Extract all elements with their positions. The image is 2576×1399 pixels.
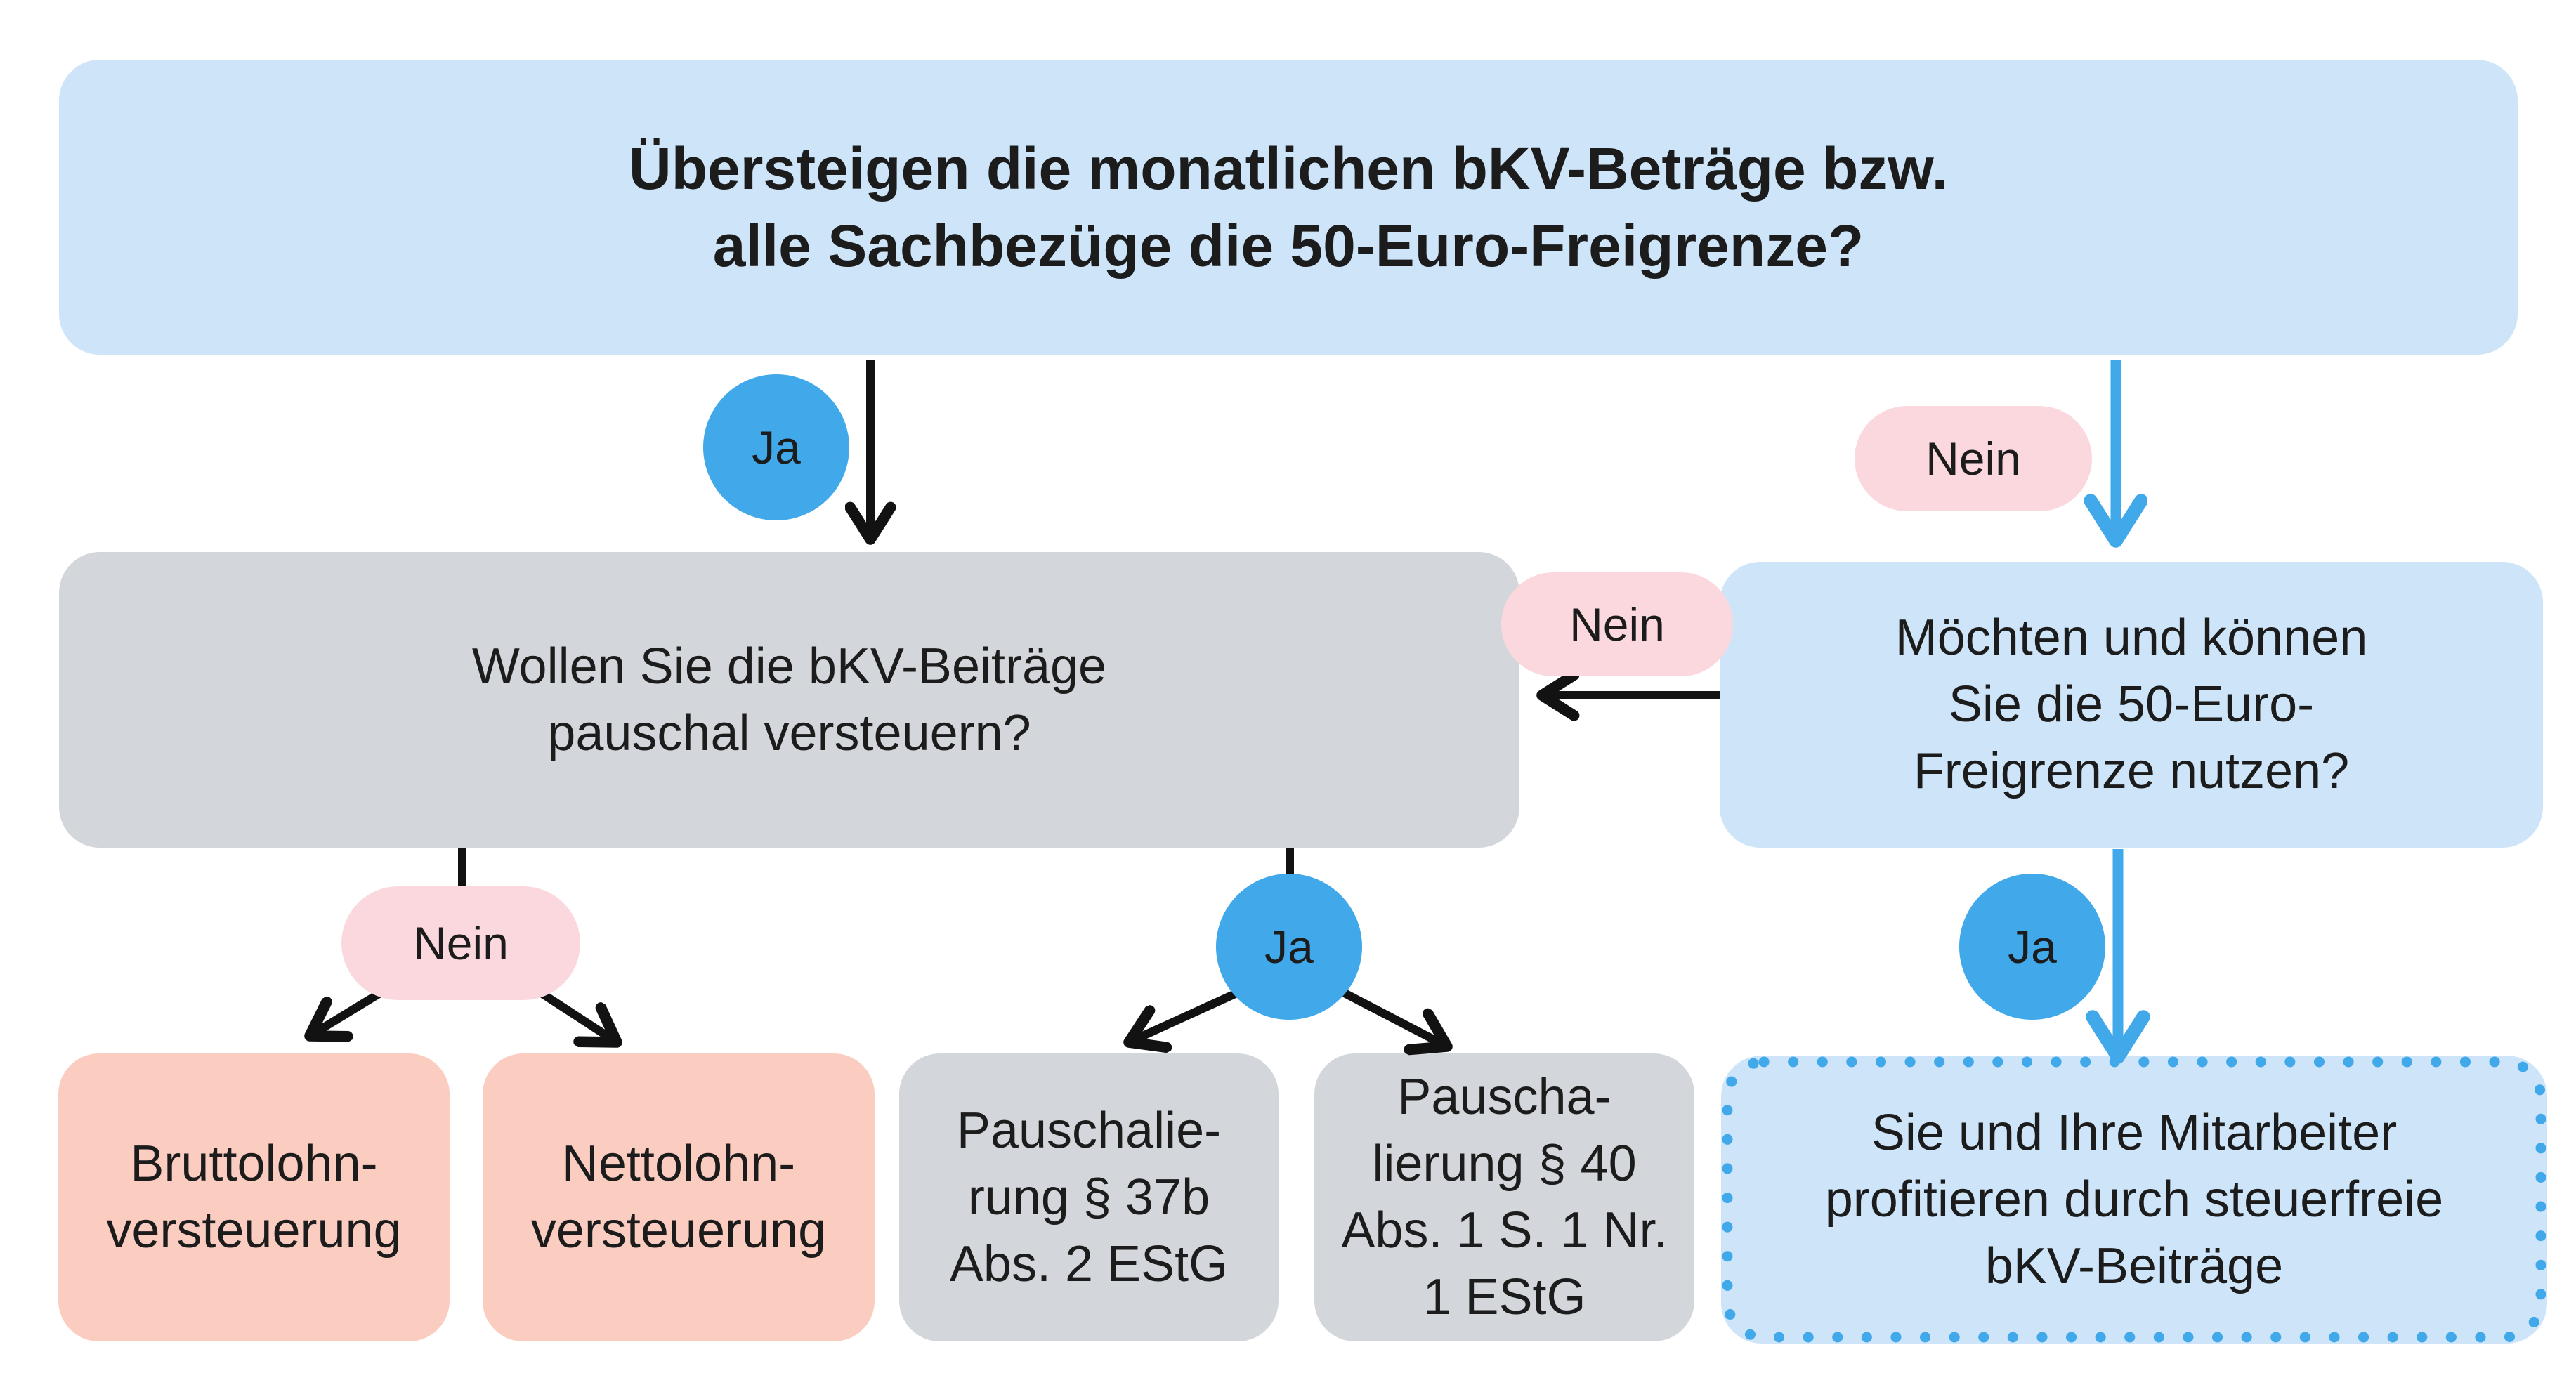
edge-label-text: Ja bbox=[2008, 921, 2057, 973]
node-pauschalierung-40: Pauscha- lierung § 40 Abs. 1 S. 1 Nr. 1 … bbox=[1314, 1053, 1694, 1341]
node-pauschal-frage-line: pauschal versteuern? bbox=[547, 704, 1031, 761]
edge-label-text: Ja bbox=[1264, 921, 1314, 973]
node-nettolohn: Nettolohn- versteuerung bbox=[483, 1053, 875, 1341]
edge-label-text: Nein bbox=[413, 917, 509, 969]
node-start: Übersteigen die monatlichen bKV-Beträge … bbox=[59, 60, 2518, 355]
node-pauschalierung-40-line: lierung § 40 bbox=[1372, 1136, 1637, 1192]
node-freigrenze-frage-line: Sie die 50-Euro- bbox=[1948, 676, 2315, 733]
node-nettolohn-line: versteuerung bbox=[530, 1202, 827, 1259]
node-pauschalierung-37b-line: Abs. 2 EStG bbox=[949, 1235, 1229, 1292]
node-pauschalierung-40-line: 1 EStG bbox=[1423, 1269, 1586, 1325]
arrow-ja-to-40 bbox=[1340, 987, 1447, 1046]
node-bruttolohn-line: Bruttolohn- bbox=[130, 1136, 378, 1192]
node-freigrenze-frage: Möchten und können Sie die 50-Euro- Frei… bbox=[1720, 562, 2543, 848]
edge-label-ja-pauschal: Ja bbox=[1216, 874, 1362, 1020]
node-start-line: Übersteigen die monatlichen bKV-Beträge … bbox=[629, 136, 1948, 202]
node-steuerfrei-line: profitieren durch steuerfreie bbox=[1824, 1171, 2444, 1228]
edge-label-text: Nein bbox=[1926, 433, 2021, 485]
node-freigrenze-frage-line: Möchten und können bbox=[1895, 610, 2368, 666]
edge-label-ja-freigrenze: Ja bbox=[1959, 874, 2105, 1020]
node-pauschalierung-40-line: Abs. 1 S. 1 Nr. bbox=[1341, 1202, 1668, 1259]
node-steuerfrei: Sie und Ihre Mitarbeiter profitieren dur… bbox=[1721, 1056, 2547, 1344]
node-pauschalierung-37b-line: Pauschalie- bbox=[956, 1102, 1222, 1159]
node-steuerfrei-line: bKV-Beiträge bbox=[1985, 1237, 2284, 1294]
node-bruttolohn: Bruttolohn- versteuerung bbox=[58, 1053, 450, 1341]
node-pauschalierung-37b: Pauschalie- rung § 37b Abs. 2 EStG bbox=[899, 1053, 1279, 1341]
edge-label-ja-start: Ja bbox=[703, 374, 849, 520]
node-pauschalierung-37b-line: rung § 37b bbox=[967, 1169, 1210, 1226]
edge-label-nein-start: Nein bbox=[1855, 406, 2092, 511]
node-pauschalierung-40-line: Pauscha- bbox=[1397, 1069, 1611, 1125]
arrow-ja-to-37b bbox=[1129, 987, 1242, 1042]
edge-label-text: Nein bbox=[1569, 598, 1665, 650]
node-start-line: alle Sachbezüge die 50-Euro-Freigrenze? bbox=[712, 213, 1864, 279]
node-nettolohn-line: Nettolohn- bbox=[561, 1136, 796, 1192]
edge-label-nein-pauschal: Nein bbox=[341, 886, 580, 1000]
edge-label-text: Ja bbox=[752, 421, 801, 473]
edge-label-nein-freigrenze: Nein bbox=[1501, 572, 1733, 676]
node-pauschal-frage: Wollen Sie die bKV-Beiträge pauschal ver… bbox=[59, 552, 1519, 848]
node-freigrenze-frage-line: Freigrenze nutzen? bbox=[1913, 743, 2350, 799]
node-pauschal-frage-line: Wollen Sie die bKV-Beiträge bbox=[471, 638, 1107, 695]
node-steuerfrei-line: Sie und Ihre Mitarbeiter bbox=[1871, 1104, 2398, 1161]
node-bruttolohn-line: versteuerung bbox=[106, 1202, 402, 1259]
